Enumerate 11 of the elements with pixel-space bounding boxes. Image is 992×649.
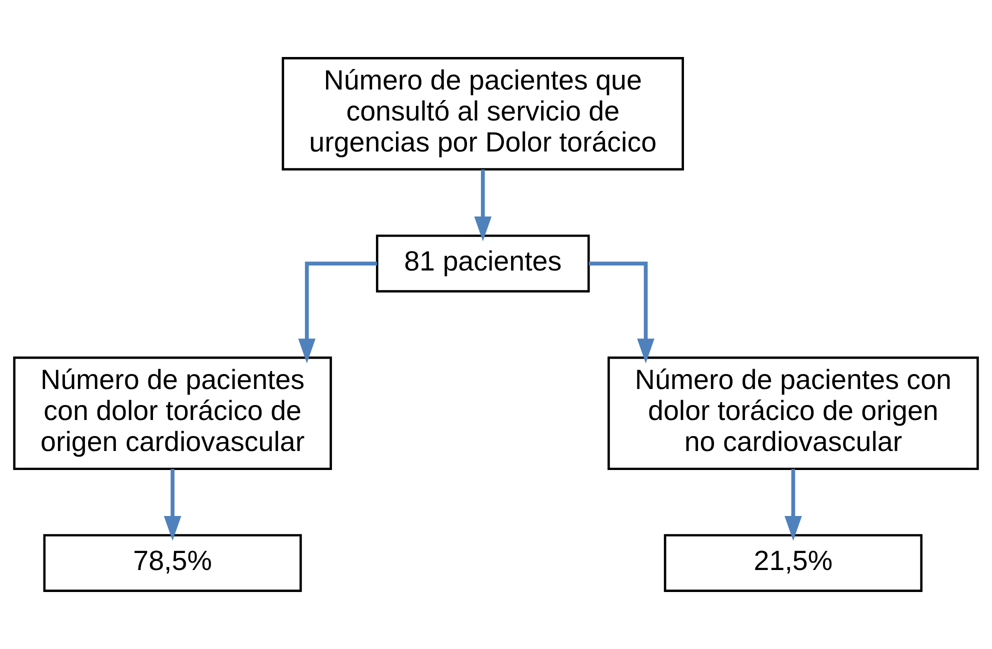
arrow — [164, 469, 182, 541]
node-box: Número de pacientes con dolor torácico de origen no cardiovascular — [608, 356, 979, 470]
arrow — [298, 262, 377, 364]
arrow — [474, 170, 492, 242]
node-box: Número de pacientes que consultó al servicio de urgencias por Dolor torácico — [282, 57, 684, 170]
node-box: 81 pacientes — [376, 234, 590, 292]
arrow — [784, 469, 802, 541]
node-box: Número de pacientes con dolor torácico de origen cardiovascular — [13, 356, 332, 470]
node-box: 21,5% — [664, 534, 922, 592]
arrow — [588, 262, 654, 364]
node-box: 78,5% — [43, 534, 302, 592]
